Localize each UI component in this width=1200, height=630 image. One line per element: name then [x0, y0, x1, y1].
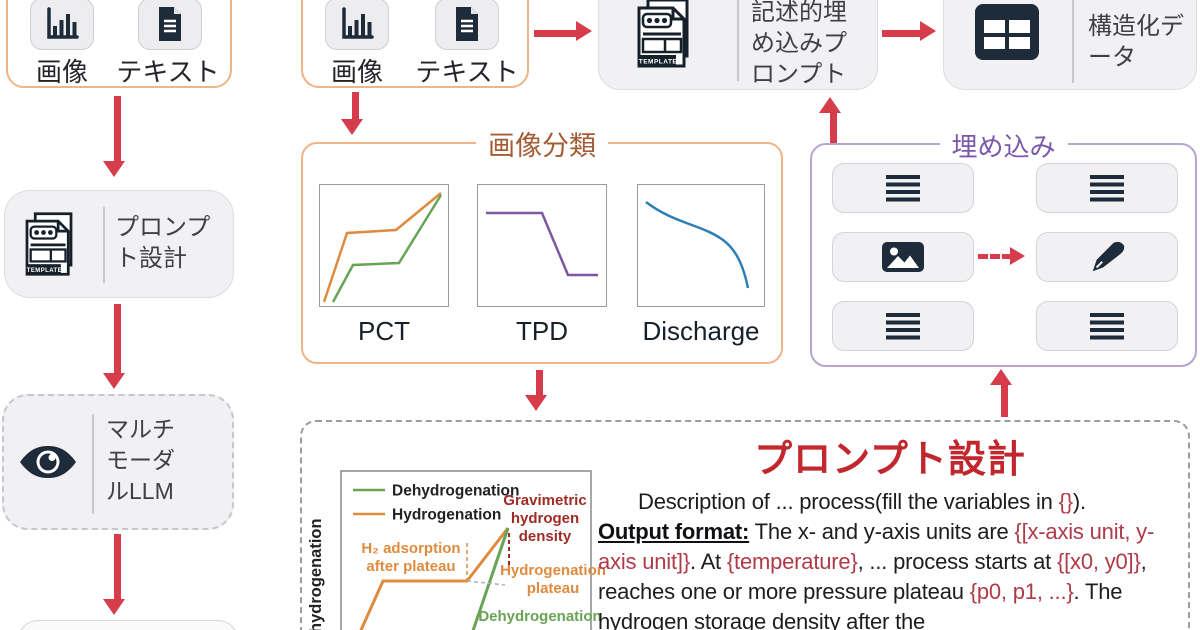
inputs-box-left: 画像 テキスト — [6, 0, 232, 88]
text-embedding-item — [832, 163, 974, 213]
image-classification-box: 画像分類 PCT TPD Discharge — [301, 124, 783, 364]
multimodal-llm-label: マルチモーダルLLM — [106, 416, 175, 504]
template-icon: TEMPLATE — [637, 0, 689, 68]
pen-icon — [1092, 241, 1125, 272]
divider — [737, 0, 739, 81]
arrowhead — [819, 97, 841, 113]
eye-icon — [20, 446, 76, 478]
arrow-panel-to-embedding — [1001, 384, 1008, 417]
partial-box-bottom-left — [18, 620, 238, 630]
dehydrogenation-line — [471, 527, 510, 630]
prompt-design-node: TEMPLATE プロンプト設計 — [4, 190, 234, 298]
arrow-image-to-classification — [352, 92, 359, 120]
text-lines-icon — [1090, 312, 1124, 339]
multimodal-llm-node: マルチモーダルLLM — [2, 394, 234, 530]
embedding-box: 埋め込み — [810, 127, 1197, 367]
pct-curve — [322, 192, 443, 303]
text-embedding-item — [832, 301, 974, 351]
hydrogenation-chart: hydrogenation Dehydrogenation Hydrogenat… — [307, 470, 592, 630]
annotation-gravimetric-density: Gravimetric hydrogen density — [503, 492, 587, 545]
text-lines-icon — [1090, 174, 1124, 201]
arrow-embedding-to-descprompt — [830, 112, 837, 143]
image-input-label: 画像 — [35, 57, 88, 87]
arrow-llm-to-output — [114, 534, 121, 600]
inputs-box-mid: 画像 テキスト — [301, 0, 529, 88]
image-icon — [882, 242, 924, 272]
bar-chart-icon — [47, 7, 79, 39]
arrowhead — [920, 21, 936, 41]
descriptive-prompt-label: 記述的埋め込みプロンプト — [751, 0, 847, 88]
text-input-button — [138, 0, 202, 50]
arrow-promptdesign-to-llm — [114, 304, 121, 374]
class-label-tpd: TPD — [516, 316, 568, 346]
annotation-hydrogenation-plateau: Hydrogenation plateau — [500, 562, 606, 597]
discharge-curve — [645, 201, 750, 289]
text-embedding-item — [1036, 163, 1178, 213]
embedding-title: 埋め込み — [939, 127, 1068, 164]
divider — [92, 414, 94, 514]
chart-ylabel: hydrogenation — [307, 518, 325, 630]
arrowhead — [103, 373, 125, 389]
image-input-button — [30, 0, 94, 50]
discharge-chart-thumbnail — [637, 184, 765, 307]
image-input-label: 画像 — [330, 57, 383, 87]
arrowhead — [525, 395, 547, 411]
text-lines-icon — [886, 174, 920, 201]
tpd-chart-thumbnail — [477, 184, 607, 307]
text-input-label: テキスト — [116, 57, 220, 87]
prompt-paragraph-1: Description of ... process(fill the vari… — [638, 489, 1086, 514]
caption-embedding-item — [1036, 232, 1178, 282]
descriptive-prompt-node: TEMPLATE 記述的埋め込みプロンプト — [598, 0, 878, 90]
arrowhead — [990, 369, 1012, 385]
template-icon-label: TEMPLATE — [639, 59, 678, 66]
legend-hydrogenation: Hydrogenation — [392, 507, 501, 524]
arrow-classification-to-panel — [536, 370, 543, 396]
text-input-button — [435, 0, 499, 50]
arrowhead — [576, 21, 592, 41]
pct-chart-thumbnail — [319, 184, 449, 307]
table-icon — [975, 4, 1039, 60]
text-lines-icon — [886, 312, 920, 339]
dashed-arrow-image-to-pen — [978, 254, 1012, 259]
arrowhead — [1010, 247, 1025, 265]
hydrogenation-line — [359, 527, 510, 630]
document-icon — [456, 7, 478, 41]
arrowhead — [103, 161, 125, 177]
prompt-design-label: プロンプト設計 — [115, 214, 211, 272]
tpd-curve — [486, 211, 598, 277]
arrowhead — [103, 599, 125, 615]
divider — [1072, 0, 1074, 83]
document-icon — [159, 7, 181, 41]
arrow-inputs-to-promptdesign — [114, 96, 121, 162]
prompt-paragraph-2: Output format: The x- and y-axis units a… — [598, 519, 1155, 630]
structured-data-label: 構造化データ — [1088, 13, 1184, 71]
prompt-text: Description of ... process(fill the vari… — [598, 487, 1192, 630]
image-embedding-item — [832, 232, 974, 282]
divider — [103, 207, 105, 283]
bar-chart-icon — [342, 7, 374, 39]
arrow-inputs-to-descprompt — [534, 30, 578, 37]
class-label-pct: PCT — [358, 316, 410, 346]
annotation-h2-adsorption: H₂ adsorption after plateau — [361, 540, 461, 575]
legend-dehydrogenation: Dehydrogenation — [392, 483, 519, 500]
annotation-dehydrogenation: Dehydrogenation — [478, 608, 602, 625]
arrow-descprompt-to-structured — [882, 30, 924, 37]
image-input-button — [325, 0, 389, 50]
classification-title: 画像分類 — [476, 124, 608, 163]
template-icon: TEMPLATE — [25, 212, 73, 276]
arrowhead — [341, 119, 363, 135]
class-label-discharge: Discharge — [642, 316, 760, 346]
panel-title: プロンプト設計 — [754, 439, 1026, 481]
text-input-label: テキスト — [415, 57, 519, 87]
template-icon-label: TEMPLATE — [27, 268, 62, 274]
text-embedding-item — [1036, 301, 1178, 351]
structured-data-node: 構造化データ — [943, 0, 1197, 90]
